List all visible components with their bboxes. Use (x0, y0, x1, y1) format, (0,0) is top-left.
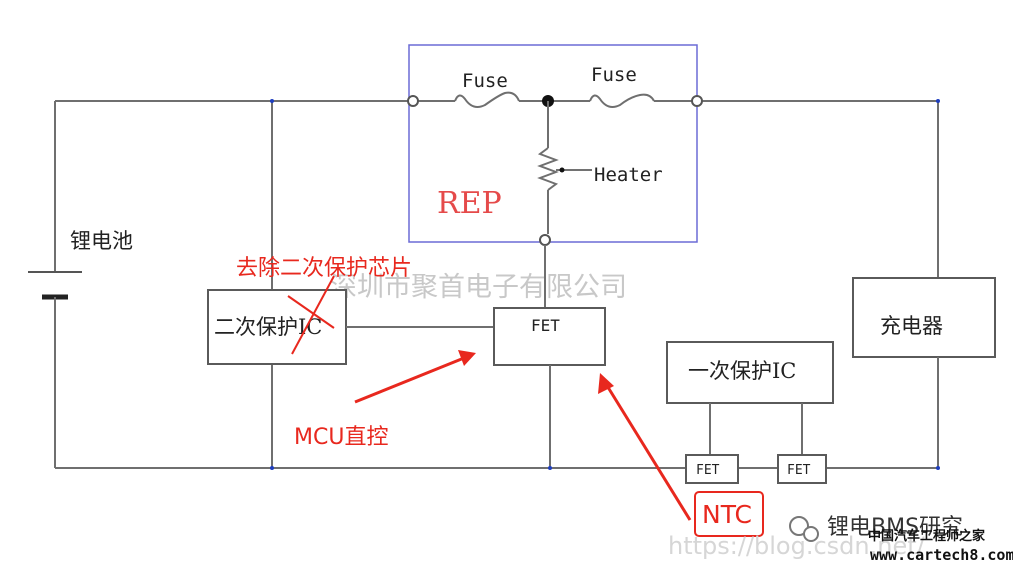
fet-small-1-box (685, 454, 739, 484)
charger-label: 充电器 (880, 314, 943, 338)
fuse-left-symbol (454, 91, 520, 108)
fet-small-2-box (777, 454, 827, 484)
fet-small-1-label: FET (696, 463, 720, 478)
rep-label: REP (437, 186, 502, 221)
mcu-arrow (354, 356, 465, 404)
cross-mark-b (291, 275, 335, 355)
wechat-icon (789, 516, 819, 542)
rep-terminal-left (407, 95, 419, 107)
cross-mark-a (287, 295, 335, 329)
fet-small-2-label: FET (787, 463, 811, 478)
mcu-control-annotation: MCU直控 (294, 425, 388, 450)
heater-label: Heater (594, 164, 663, 186)
heater-resistor (537, 147, 559, 191)
charger-box (852, 277, 996, 358)
site-url-watermark: www.cartech8.com (870, 546, 1013, 564)
remove-chip-annotation: 去除二次保护芯片 (236, 256, 412, 281)
rep-terminal-right (691, 95, 703, 107)
battery-label: 锂电池 (70, 229, 133, 253)
brand-watermark: 锂电BMS研究 (827, 515, 963, 540)
fuse-right-label: Fuse (591, 64, 637, 86)
ntc-box (694, 491, 764, 537)
secondary-ic-label: 二次保护IC (214, 315, 322, 339)
url-watermark: https://blog.csdn.net/ (668, 532, 926, 560)
site-cn-watermark: 中国汽车工程师之家 (868, 528, 986, 544)
fuse-right-symbol (589, 93, 655, 108)
ntc-arrow (604, 383, 692, 521)
primary-ic-box (666, 341, 834, 404)
ntc-label: NTC (702, 500, 752, 529)
fuse-left-label: Fuse (462, 70, 508, 92)
company-watermark: 深圳市聚首电子有限公司 (330, 272, 627, 303)
fet-main-label: FET (531, 316, 560, 335)
rep-box (408, 44, 698, 243)
rep-terminal-bottom (539, 234, 551, 246)
primary-ic-label: 一次保护IC (688, 359, 796, 383)
secondary-ic-box (207, 289, 347, 365)
